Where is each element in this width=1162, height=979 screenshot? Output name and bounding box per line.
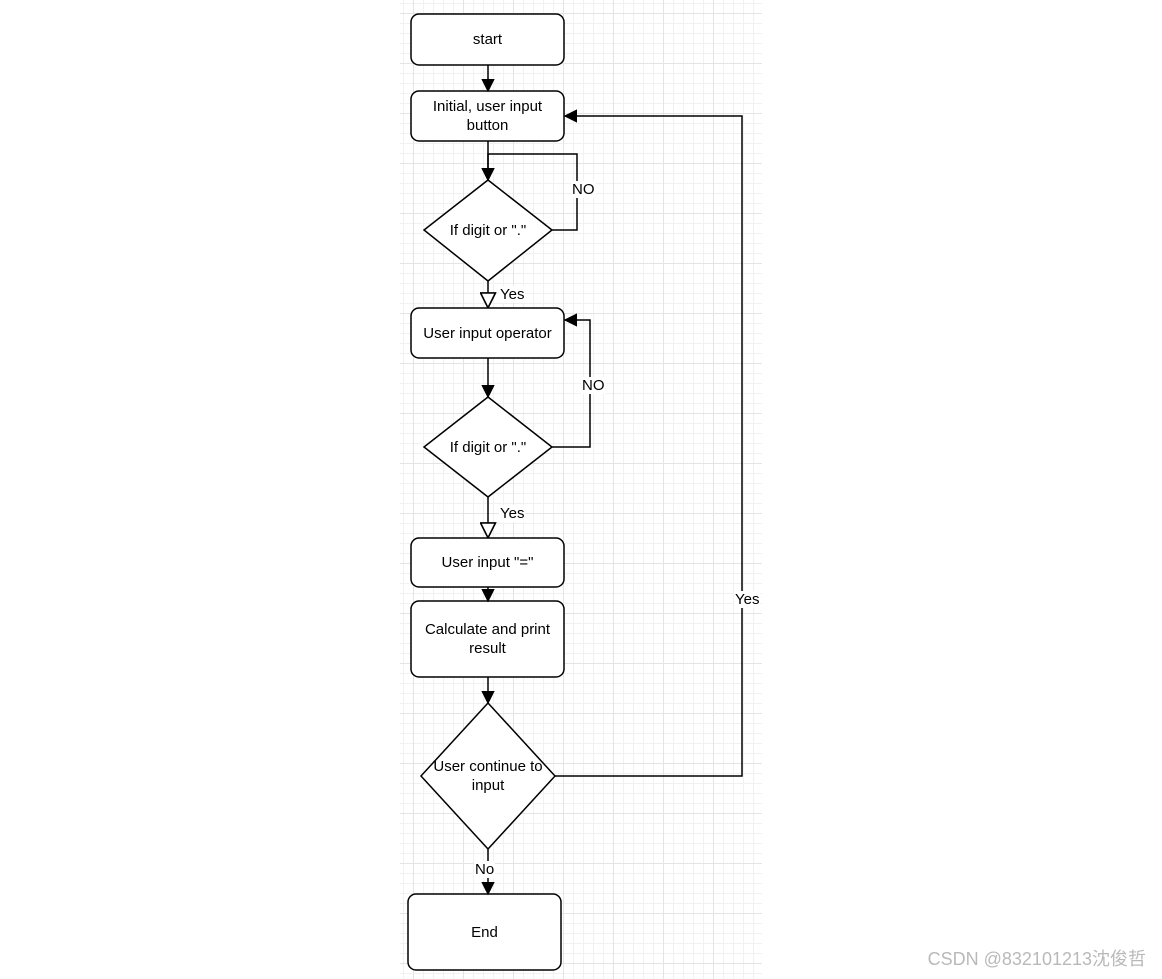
edge-check1-no-loop <box>481 153 578 231</box>
watermark-text: CSDN @832101213沈俊哲 <box>927 949 1146 969</box>
operator-input-box[interactable] <box>410 307 565 359</box>
edge-label-check1-no: NO <box>571 181 596 198</box>
initial-input-box[interactable] <box>410 90 565 142</box>
check-digit-diamond-1[interactable] <box>422 179 554 282</box>
calculate-box[interactable] <box>410 600 565 678</box>
edge-label-check1-yes: Yes <box>499 286 526 303</box>
equals-input-box[interactable] <box>410 537 565 588</box>
end-box[interactable] <box>407 893 562 971</box>
edge-label-check2-yes: Yes <box>499 505 526 522</box>
start-box[interactable] <box>410 13 565 66</box>
check-digit-diamond-2[interactable] <box>422 396 554 498</box>
edge-continue-yes-loop <box>555 109 743 777</box>
continue-diamond[interactable] <box>419 701 557 851</box>
edge-label-check2-no: NO <box>581 377 606 394</box>
edge-label-continue-yes: Yes <box>734 591 761 608</box>
edge-label-continue-no: No <box>474 861 496 878</box>
